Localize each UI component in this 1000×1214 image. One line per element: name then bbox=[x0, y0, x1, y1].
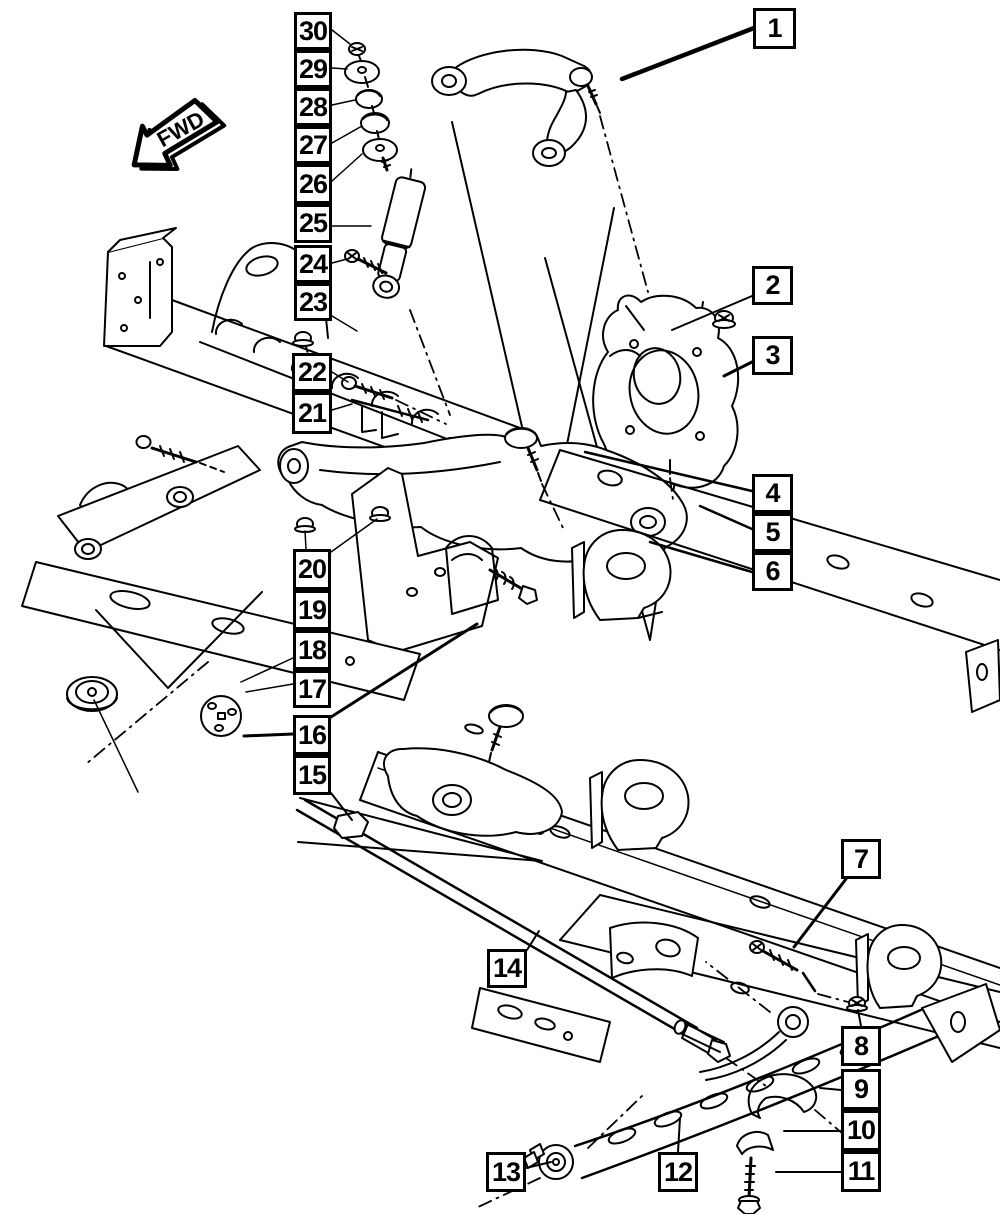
torsion-bar bbox=[295, 798, 731, 1063]
callout-15: 15 bbox=[293, 755, 331, 795]
callout-4: 4 bbox=[752, 474, 793, 513]
lower-control-arm-right bbox=[383, 704, 563, 837]
steering-knuckle bbox=[592, 294, 740, 489]
callout-16: 16 bbox=[293, 715, 331, 755]
callout-25: 25 bbox=[294, 204, 332, 243]
mounting-bolts-and-nuts bbox=[292, 331, 430, 439]
callout-7: 7 bbox=[841, 839, 881, 879]
lower-control-arm-left bbox=[277, 427, 688, 563]
callout-2: 2 bbox=[752, 266, 793, 305]
callout-30: 30 bbox=[294, 12, 332, 50]
callout-8: 8 bbox=[841, 1026, 881, 1066]
callout-17: 17 bbox=[293, 670, 331, 708]
pivot-nuts bbox=[294, 506, 391, 533]
stabilizer-retainer-and-bolt bbox=[736, 1131, 774, 1214]
callout-6: 6 bbox=[752, 552, 793, 591]
callout-13: 13 bbox=[486, 1152, 526, 1192]
callout-14: 14 bbox=[487, 949, 527, 988]
shock-mounting-washers-and-bushings bbox=[344, 42, 398, 172]
shock-lower-mount-bracket bbox=[571, 529, 672, 621]
shock-absorber bbox=[372, 168, 427, 299]
callout-24: 24 bbox=[294, 245, 332, 283]
torsion-bar-anchor-adjuster bbox=[200, 695, 242, 737]
callout-23: 23 bbox=[294, 283, 332, 321]
tension-strut bbox=[523, 983, 1000, 1180]
callout-20: 20 bbox=[293, 549, 331, 590]
frame-rail-rear-section bbox=[471, 894, 1000, 1063]
leader-lines bbox=[240, 25, 862, 1173]
callout-26: 26 bbox=[294, 164, 332, 204]
callout-19: 19 bbox=[293, 590, 331, 630]
frame-rail-left bbox=[359, 751, 1000, 1023]
body-mount-cup bbox=[66, 676, 139, 793]
callout-9: 9 bbox=[841, 1069, 881, 1110]
upper-ball-joint-nut bbox=[712, 310, 736, 329]
screw-24 bbox=[344, 249, 388, 275]
centerlines bbox=[85, 115, 849, 1209]
callout-1: 1 bbox=[753, 8, 796, 49]
callout-10: 10 bbox=[841, 1110, 881, 1151]
stabilizer-bar bbox=[673, 1006, 809, 1081]
callout-3: 3 bbox=[752, 336, 793, 375]
callout-27: 27 bbox=[294, 126, 332, 164]
callout-18: 18 bbox=[293, 630, 331, 670]
callout-5: 5 bbox=[752, 513, 793, 552]
callout-12: 12 bbox=[658, 1152, 698, 1192]
callout-22: 22 bbox=[292, 353, 332, 392]
upper-control-arm bbox=[431, 48, 601, 167]
callout-29: 29 bbox=[294, 50, 332, 88]
pivot-bolt bbox=[488, 567, 538, 605]
callout-21: 21 bbox=[292, 392, 332, 434]
callout-11: 11 bbox=[841, 1151, 881, 1192]
callout-28: 28 bbox=[294, 88, 332, 126]
